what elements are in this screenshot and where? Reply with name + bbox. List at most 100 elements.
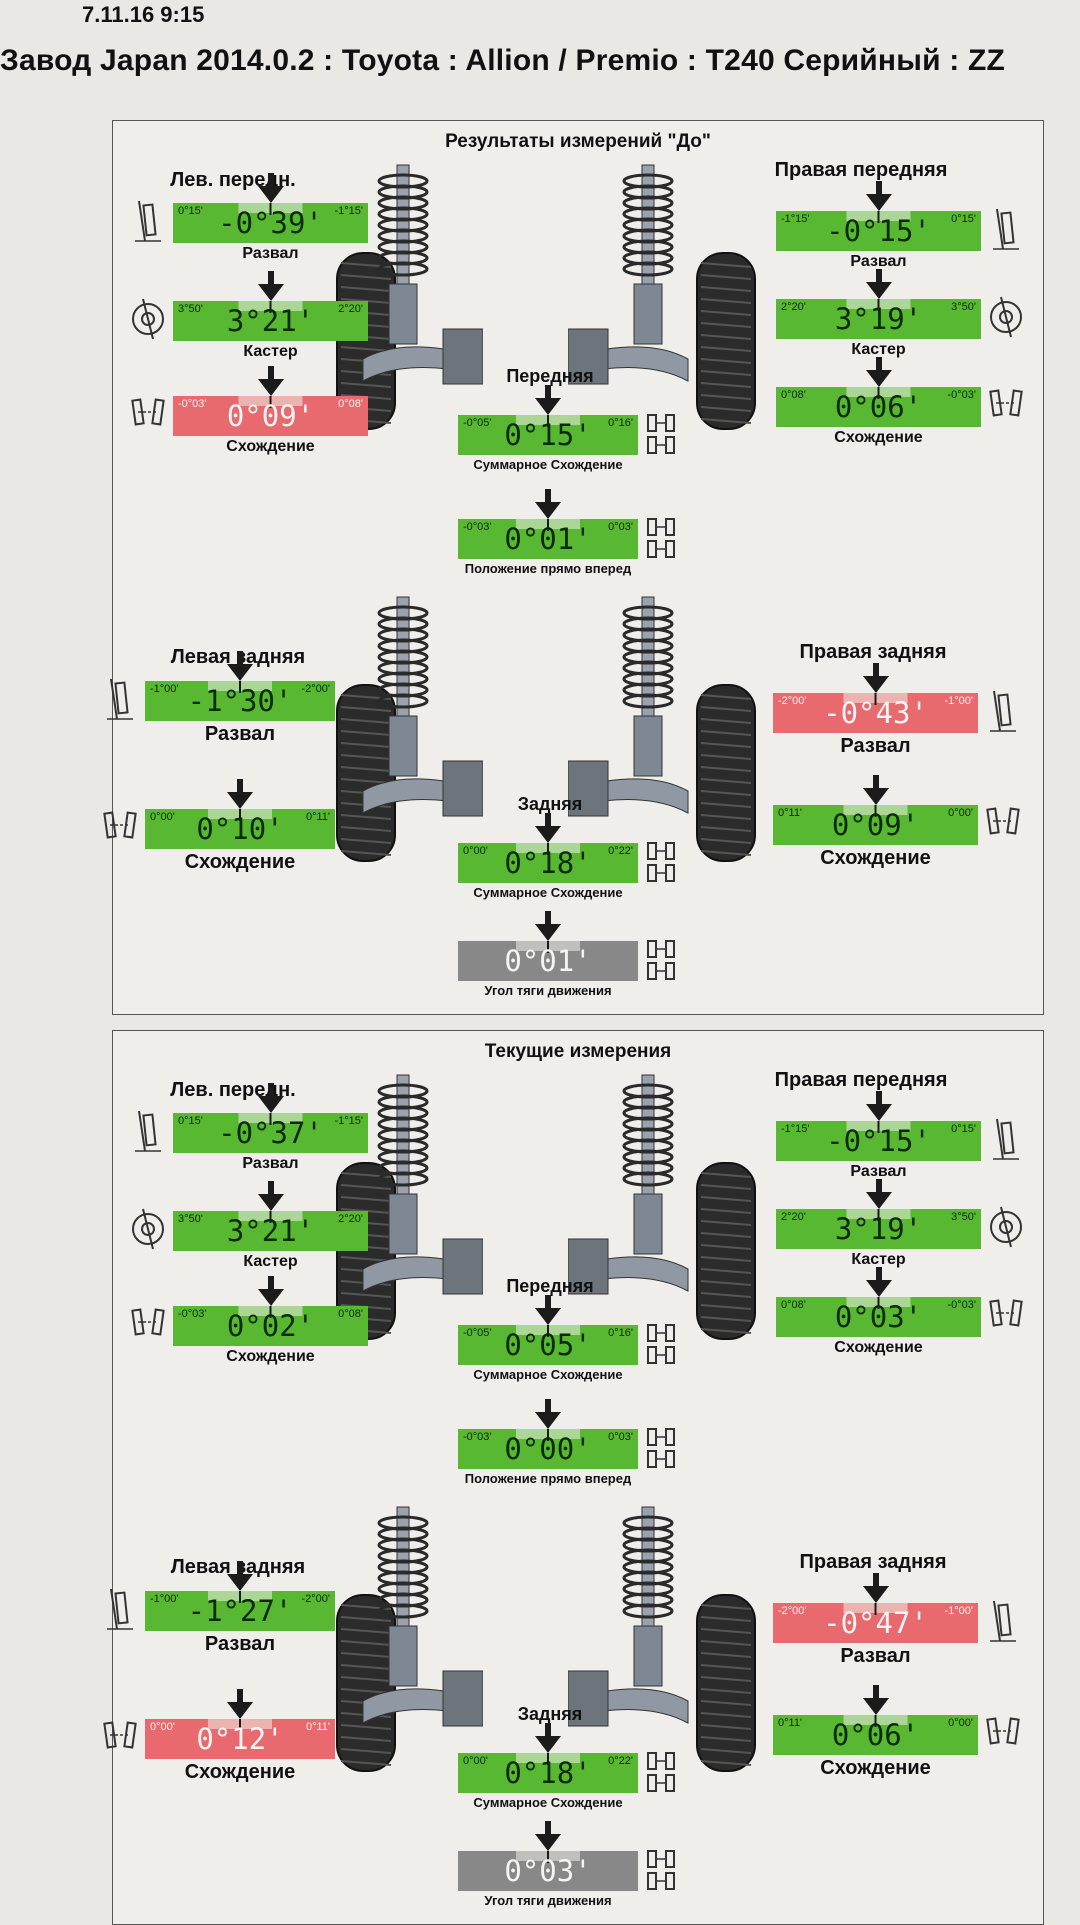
suspension-strut-illustration [293,1069,484,1324]
range-min: -2°00' [778,1605,807,1617]
total-toe-icon [644,409,678,462]
front-left-caster-caption: Кастер [243,343,298,360]
front-right-toe-caption: Схождение [834,1339,923,1356]
rear-right-toe-gauge: 0°11'0°00'0°09' [773,805,978,845]
caster-wheel-icon [131,1205,165,1258]
camber-wheel-icon [103,675,137,728]
range-max: 2°20' [338,303,363,315]
rear-left-camber-caption: Развал [204,723,276,745]
front-straight-ahead-caption: Положение прямо вперед [464,1471,632,1486]
front-right-camber-caption: Развал [850,253,907,270]
range-max: 0°08' [338,398,363,410]
range-max: 0°11' [305,1721,330,1733]
range-max: 2°20' [338,1213,363,1225]
measured-value: 0°18' [504,846,592,880]
front-right-camber-gauge: -1°15'0°15'-0°15' [776,211,981,251]
front-straight-ahead-gauge: -0°03'0°03'0°00' [458,1429,638,1469]
measured-value: -1°27' [187,1594,293,1628]
front-left-camber-caption: Развал [242,245,299,262]
pointer-arrow-icon [535,911,561,946]
camber-wheel-icon [989,1115,1023,1168]
range-min: 0°15' [178,1115,203,1127]
camber-wheel-icon [131,1107,165,1160]
measured-value: 0°01' [504,522,592,556]
rear-right-camber-gauge: -2°00'-1°00'-0°47' [773,1603,978,1643]
range-min: -1°00' [150,683,179,695]
rear-total-toe-gauge: 0°00'0°22'0°18' [458,1753,638,1793]
suspension-strut-illustration [567,1501,758,1756]
tire-illustration [695,683,757,868]
caster-wheel-icon [989,1203,1023,1256]
measured-value: 0°01' [504,944,592,978]
rear-left-camber-caption: Развал [204,1633,276,1655]
front-right-caster-gauge: 2°20'3°50'3°19' [776,1209,981,1249]
toe-wheels-icon [131,390,165,443]
pointer-arrow-icon [535,489,561,524]
measured-value: -0°39' [218,206,323,240]
measured-value: -0°15' [826,1124,931,1158]
front-left-camber-caption: Развал [242,1155,299,1172]
front-axle-label: Передняя [506,366,594,386]
toe-wheels-icon [986,1709,1020,1762]
front-right-toe-gauge: 0°08'-0°03'0°03' [776,1297,981,1337]
pointer-arrow-icon [535,385,561,420]
toe-wheels-icon [989,1291,1023,1344]
measured-value: 0°12' [196,1722,284,1756]
tire-illustration [695,1161,757,1346]
front-axle-label: Передняя [506,1276,594,1296]
rear-thrust-gauge: 0°01' [458,941,638,981]
front-total-toe-caption: Суммарное Схождение [473,457,623,472]
range-min: -1°00' [150,1593,179,1605]
measured-value: 0°03' [834,1300,923,1334]
pointer-arrow-icon [227,651,253,686]
measured-value: 0°09' [831,808,920,842]
measured-value: 0°06' [834,390,923,424]
steering-wheel-icon [644,1423,678,1476]
rear-thrust-caption: Угол тяги движения [484,983,612,998]
range-min: 2°20' [781,301,806,313]
camber-wheel-icon [986,1597,1020,1650]
range-max: 0°03' [608,1431,633,1443]
panel-title: Результаты измерений "До" [445,131,711,152]
range-max: 0°16' [608,1327,633,1339]
range-max: 0°15' [951,213,976,225]
front-right-caster-caption: Кастер [851,341,906,358]
front-total-toe-gauge: -0°05'0°16'0°15' [458,415,638,455]
measured-value: -0°47' [823,1606,928,1640]
measured-value: 0°05' [504,1328,592,1362]
range-min: 0°00' [463,845,488,857]
camber-wheel-icon [989,205,1023,258]
pointer-arrow-icon [535,1399,561,1434]
pointer-arrow-icon [535,1821,561,1856]
measured-value: 0°06' [831,1718,920,1752]
front-left-camber-gauge: 0°15'-1°15'-0°39' [173,203,368,243]
toe-wheels-icon [103,803,137,856]
thrust-angle-icon [644,1845,678,1898]
measured-value: 0°03' [504,1854,592,1888]
range-max: 0°08' [338,1308,363,1320]
measured-value: 0°18' [504,1756,592,1790]
front-right-caster-gauge: 2°20'3°50'3°19' [776,299,981,339]
range-max: 0°00' [948,807,973,819]
range-max: 0°16' [608,417,633,429]
caster-wheel-icon [131,295,165,348]
range-max: -0°03' [947,389,976,401]
tire-illustration [695,1593,757,1778]
front-left-toe-caption: Схождение [226,1348,315,1365]
range-max: 0°22' [608,1755,633,1767]
caster-wheel-icon [989,293,1023,346]
range-max: 0°11' [305,811,330,823]
pointer-arrow-icon [862,1573,889,1608]
total-toe-icon [644,1319,678,1372]
front-left-caster-caption: Кастер [243,1253,298,1270]
rear-total-toe-caption: Суммарное Схождение [473,885,623,900]
rear-left-camber-gauge: -1°00'-2°00'-1°27' [145,1591,335,1631]
total-toe-icon [644,1747,678,1800]
camber-wheel-icon [103,1585,137,1638]
panel-title: Текущие измерения [484,1041,672,1062]
rear-right-toe-caption: Схождение [820,1757,931,1779]
thrust-angle-icon [644,935,678,988]
right-wheel-title: Правая передняя [774,1069,948,1091]
range-min: 0°00' [150,811,175,823]
rear-total-toe-caption: Суммарное Схождение [473,1795,623,1810]
